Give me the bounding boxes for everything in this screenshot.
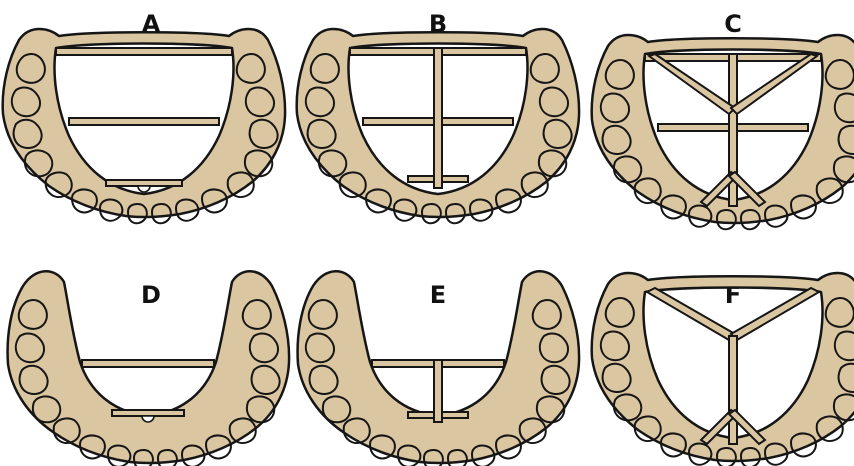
panel-label-c: C <box>724 10 742 38</box>
panel-label-e: E <box>430 281 446 309</box>
panel-a-model <box>3 29 285 223</box>
panel-label-d: D <box>141 281 161 309</box>
panel-c-model <box>592 35 854 229</box>
panel-b-model <box>297 29 579 223</box>
panel-f-model <box>592 273 854 466</box>
